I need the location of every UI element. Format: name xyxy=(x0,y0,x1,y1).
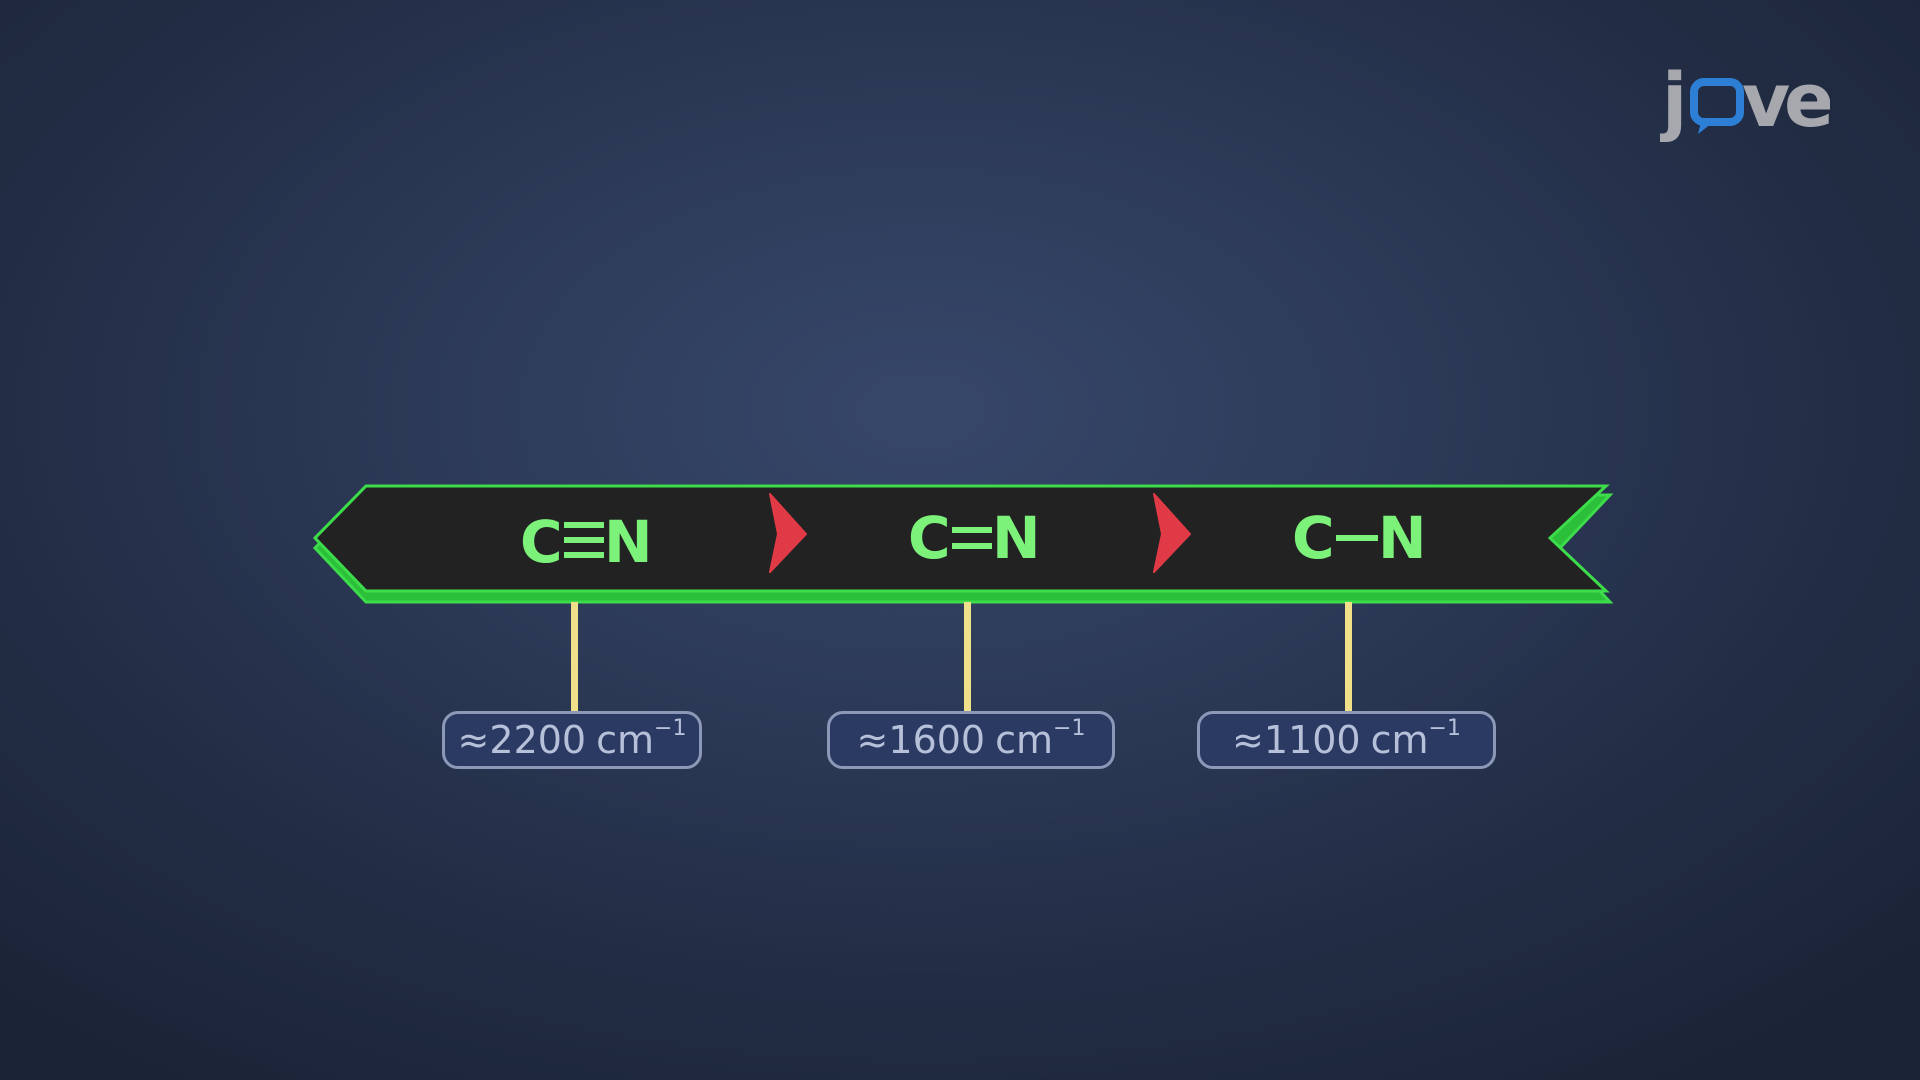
wavenumber-exponent: −1 xyxy=(654,716,687,741)
bond-single: C N xyxy=(1292,504,1427,572)
single-bond-line xyxy=(1336,535,1378,541)
double-bond-line-1 xyxy=(952,527,992,533)
wavenumber-value: ≈1600 xyxy=(856,718,986,762)
stem-3 xyxy=(1345,602,1352,715)
stem-1 xyxy=(571,602,578,715)
atom-c-2: C xyxy=(908,504,951,572)
wavenumber-value: ≈2200 xyxy=(457,718,587,762)
bond-double: C N xyxy=(908,504,1041,572)
atom-c-3: C xyxy=(1292,504,1335,572)
logo-letter-e: e xyxy=(1784,58,1830,144)
atom-n-1: N xyxy=(604,508,653,576)
chevron-right-icon xyxy=(1153,493,1191,573)
wavenumber-exponent: −1 xyxy=(1053,716,1086,741)
atom-c-1: C xyxy=(520,508,563,576)
triple-bond-line-2 xyxy=(564,537,604,543)
wavenumber-exponent: −1 xyxy=(1428,716,1461,741)
bond-triple: C N xyxy=(520,508,653,576)
triple-bond-line-1 xyxy=(564,522,604,528)
wavenumber-value: ≈1100 xyxy=(1232,718,1361,762)
stem-2 xyxy=(964,602,971,715)
triple-bond-line-3 xyxy=(564,552,604,558)
jove-logo: j v e xyxy=(1660,58,1830,144)
speech-bubble-icon xyxy=(1690,78,1744,134)
logo-letter-v: v xyxy=(1742,58,1790,144)
wavenumber-unit: cm xyxy=(995,718,1054,762)
logo-letter-j: j xyxy=(1660,58,1687,144)
double-bond-line-2 xyxy=(952,543,992,549)
chevron-right-icon xyxy=(769,493,807,573)
atom-n-3: N xyxy=(1378,504,1427,572)
banner xyxy=(312,484,1610,593)
wavenumber-unit: cm xyxy=(1370,718,1429,762)
atom-n-2: N xyxy=(992,504,1041,572)
wavenumber-unit: cm xyxy=(596,718,655,762)
